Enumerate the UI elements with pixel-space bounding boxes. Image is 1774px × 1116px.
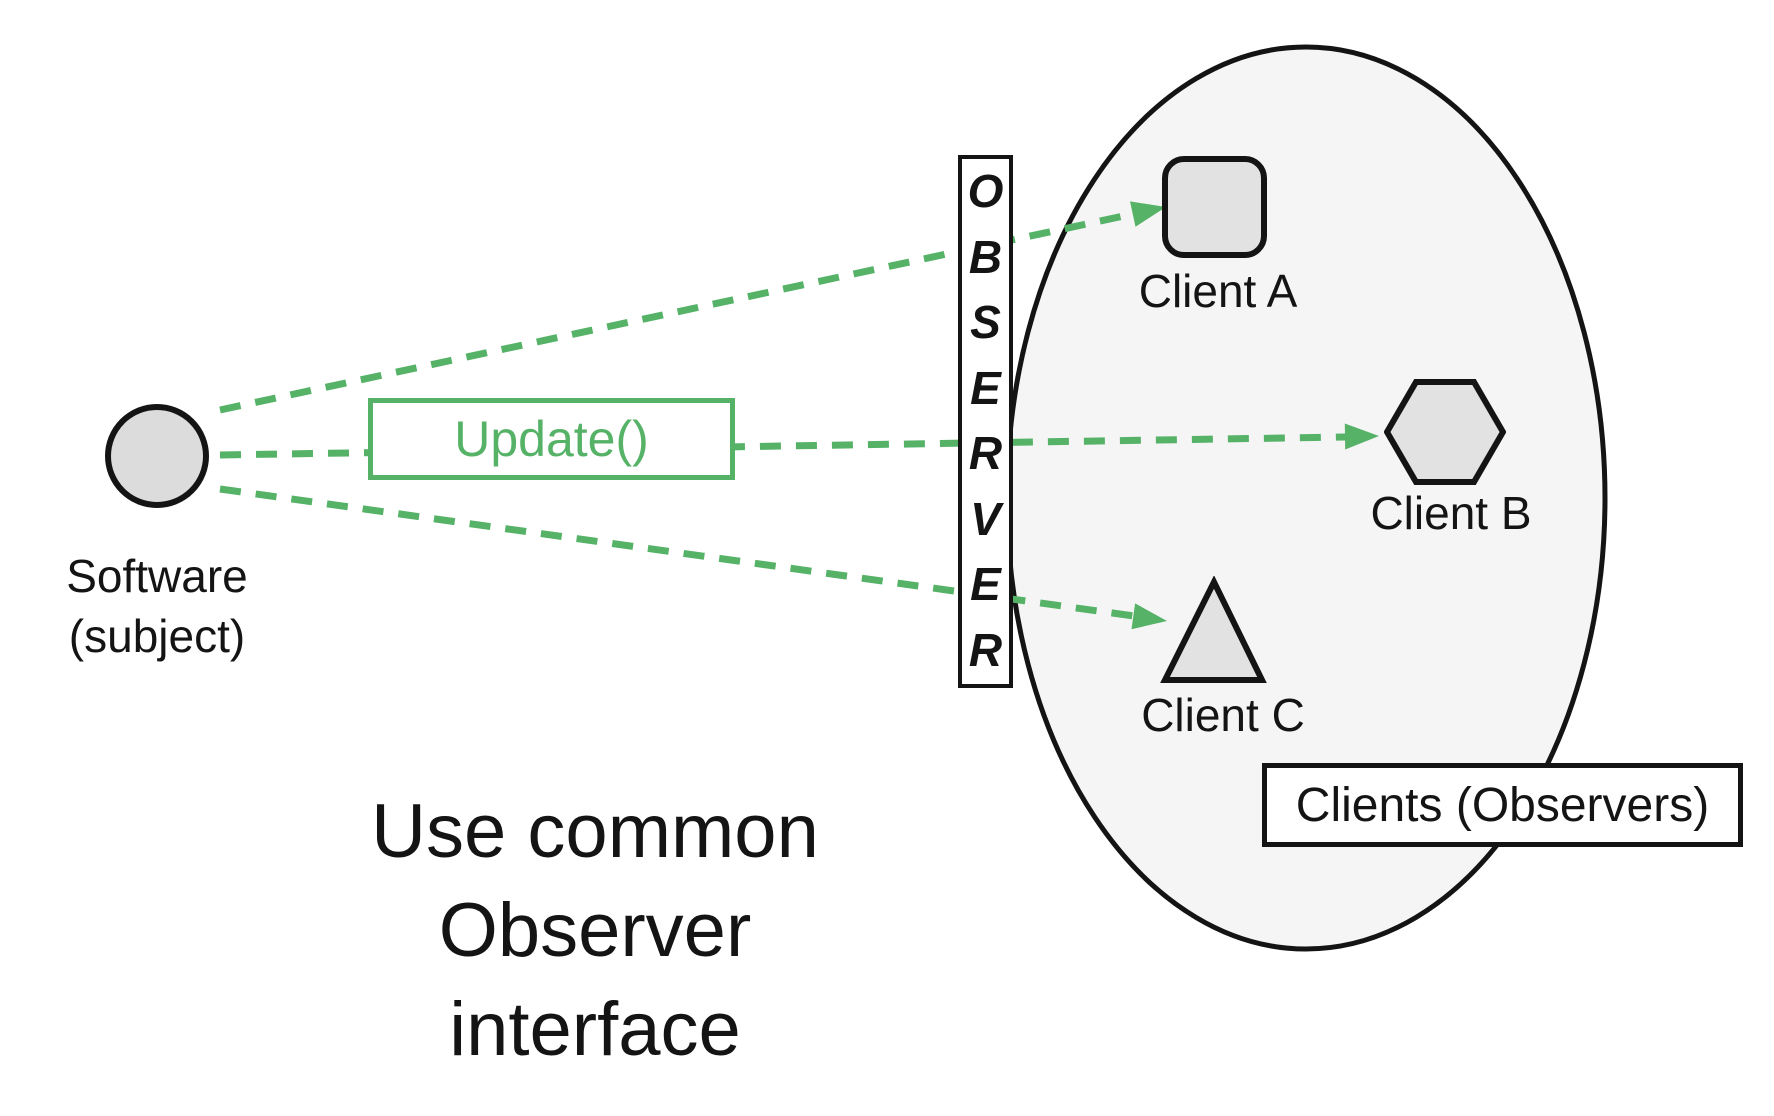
client-b-shape: [1384, 379, 1506, 485]
caption-line-2: Observer: [438, 888, 752, 973]
caption-line-3: interface: [449, 987, 741, 1072]
client-a-label: Client A: [1138, 265, 1298, 317]
caption-line-1: Use common: [371, 789, 819, 874]
client-c-shape: [1160, 576, 1267, 683]
software-subject-label: Software (subject): [17, 546, 297, 666]
update-line-to-client-a: [219, 210, 1134, 414]
observer-interface-bar: OBSERVER: [958, 155, 1013, 688]
clients-observers-label-box: Clients (Observers): [1262, 763, 1743, 847]
triangle-icon: [1160, 576, 1267, 683]
arrowhead-client-a: [1130, 201, 1166, 227]
arrowhead-client-b: [1344, 423, 1379, 450]
update-call-box: Update(): [368, 398, 735, 480]
client-c-label: Client C: [1141, 689, 1305, 741]
client-a-shape: [1162, 156, 1267, 258]
arrowhead-client-c: [1131, 603, 1167, 630]
caption: Use common Observer interface: [320, 782, 870, 1079]
subject-label-line-2: (subject): [68, 610, 246, 662]
client-b-label: Client B: [1370, 487, 1532, 539]
hexagon-icon: [1384, 379, 1506, 485]
software-subject-circle: [105, 404, 209, 508]
subject-label-line-1: Software: [66, 550, 248, 602]
